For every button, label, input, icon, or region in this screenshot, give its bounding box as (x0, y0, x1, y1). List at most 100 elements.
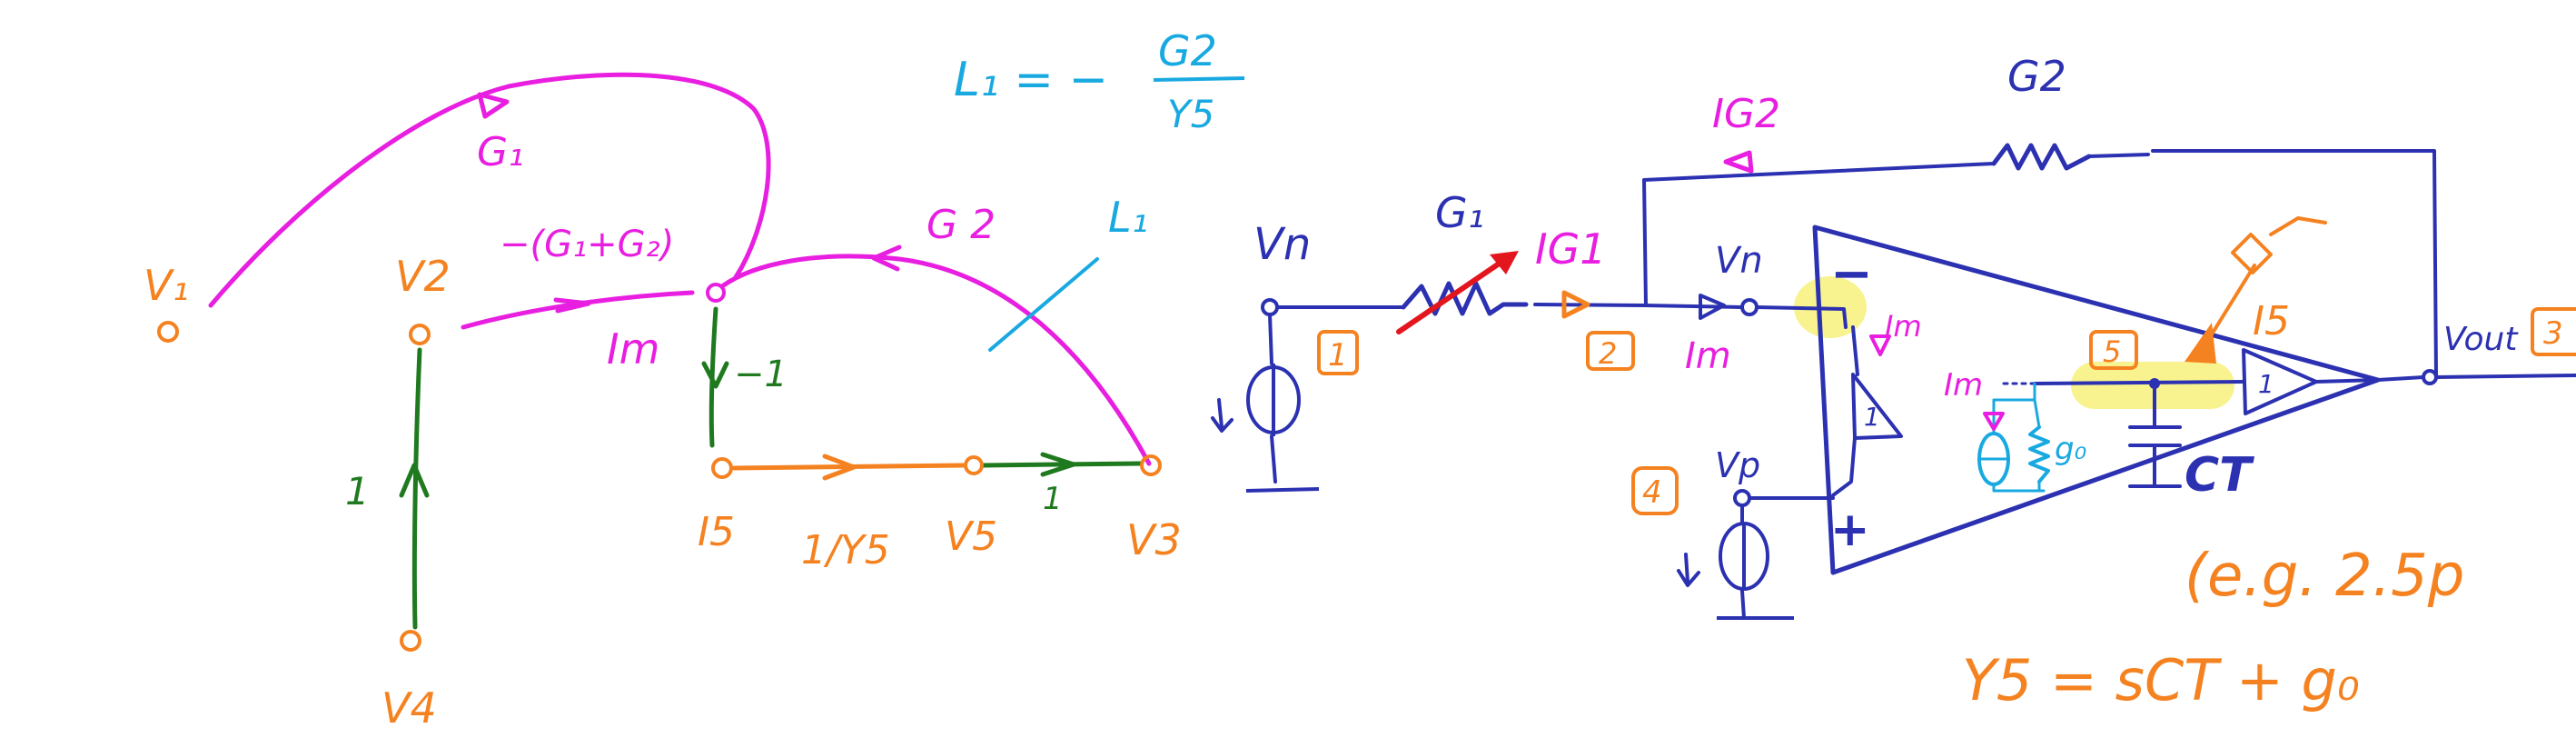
i5-source-diamond (2231, 233, 2273, 274)
wire-vout (2376, 374, 2576, 382)
label-v3: V3 (1126, 515, 1182, 564)
resistor-g1 (1401, 281, 1529, 316)
g1-variable-arrowhead (1490, 251, 1519, 274)
label-gain-inner: 1 (1864, 402, 1880, 432)
vn-input-arrow (1699, 294, 1726, 320)
label-plus-sign: + (1830, 503, 1870, 557)
label-vn-input: Vn (1715, 240, 1763, 282)
vn-source-wire (1268, 313, 1277, 484)
label-v4: V4 (381, 683, 437, 733)
label-v2: V2 (395, 252, 451, 301)
branch-v2-im-arrow (553, 297, 591, 314)
output-buffer-triangle (2242, 348, 2318, 415)
label-node-5: 5 (2103, 334, 2121, 369)
loop-l1-line (988, 257, 1099, 352)
node-im (706, 283, 726, 303)
label-l1: L₁ (1108, 193, 1148, 242)
label-i-g1: IG1 (1535, 224, 1606, 274)
note-y5-equation: Y5 = sCT + g₀ (1962, 647, 2360, 713)
equation-l1-numerator: G2 (1158, 26, 1217, 75)
branch-g2-arc (719, 254, 1152, 466)
label-gain-output: 1 (2258, 369, 2274, 399)
label-one-over-y5: 1/Y5 (801, 527, 890, 573)
label-vn-source: Vn (1253, 219, 1311, 270)
label-i5: I5 (698, 509, 735, 555)
wire-im-source (1992, 382, 2046, 493)
label-i-g2: IG2 (1712, 91, 1780, 137)
resistor-g2 (1991, 143, 2092, 171)
label-go: g₀ (2055, 431, 2087, 467)
label-ct: CT (2185, 448, 2254, 503)
branch-g1-arc (208, 72, 771, 308)
label-g1-resistor: G₁ (1435, 188, 1484, 237)
branch-v2-im (461, 290, 695, 330)
opamp-circuit: Vn 1 G₁ IG1 2 Im G2 IG2 − + Vn (1211, 52, 2576, 620)
label-node-2: 2 (1599, 336, 1617, 371)
im-source-arrow (1983, 412, 2005, 431)
wire-feedback (1642, 149, 2438, 379)
branch-i5-v5-arrow (822, 454, 857, 481)
node-5-box (2089, 330, 2138, 370)
node-vp-input (1733, 489, 1751, 507)
label-node-1: 1 (1328, 337, 1348, 374)
wire-output-buffer (2314, 378, 2380, 384)
i-g2-arrow (1723, 150, 1754, 174)
wire-node-5 (2033, 380, 2245, 385)
node-v2 (409, 324, 431, 345)
branch-v5-v3 (980, 461, 1143, 468)
label-i5-circuit: I5 (2253, 298, 2290, 344)
label-g1: G₁ (477, 129, 524, 175)
i5-source-tail (2269, 216, 2327, 236)
notes: (e.g. 2.5p Y5 = sCT + g₀ (1962, 543, 2464, 713)
note-example: (e.g. 2.5p (2185, 543, 2464, 610)
opamp-triangle (1812, 224, 2381, 575)
label-node-3: 3 (2543, 315, 2563, 352)
node-v3 (1140, 454, 1162, 476)
branch-v4-v2-arrow (399, 463, 430, 498)
vn-source-arrow (1211, 398, 1234, 433)
node-vn-source (1261, 298, 1279, 316)
equation-l1-denominator: Y5 (1167, 92, 1214, 136)
equation-l1: L₁ = − G2 Y5 (954, 26, 1245, 136)
wire-inner-buffer (1831, 325, 1859, 497)
node-v1 (157, 321, 179, 343)
branch-v4-v2 (411, 347, 422, 630)
node-vout (2422, 369, 2438, 385)
node-4-box (1631, 466, 1679, 515)
label-minus-one: −1 (734, 354, 788, 395)
vn-source-ground (1245, 487, 1320, 493)
label-vp-input: Vp (1715, 445, 1760, 485)
i5-source-arrowhead (2185, 323, 2216, 364)
label-v5: V5 (945, 514, 997, 560)
label-im-node: Im (607, 324, 659, 374)
label-g2-resistor: G2 (2007, 52, 2066, 101)
node-v4 (400, 630, 421, 652)
vp-source-arrow (1677, 553, 1700, 587)
node-i5 (711, 457, 733, 479)
label-v1: V₁ (144, 261, 189, 310)
equation-l1-fraction-bar (1153, 76, 1245, 82)
label-one-right: 1 (1043, 481, 1063, 517)
vp-source-wire (1740, 504, 1746, 620)
label-im-source: Im (1944, 367, 1983, 404)
branch-im-i5-arrow (701, 361, 729, 389)
branch-im-i5 (708, 306, 718, 448)
label-vout: Vout (2443, 321, 2519, 358)
branch-g2-arrow (871, 244, 902, 272)
wire-vn-input (1755, 305, 1848, 329)
label-im-inner: Im (1885, 309, 1922, 344)
i-g1-arrow (1561, 290, 1590, 319)
label-g1-plus-g2: −(G₁+G₂) (500, 224, 674, 265)
label-g2: G 2 (926, 202, 996, 248)
label-minus-sign: − (1830, 244, 1873, 304)
label-node-4: 4 (1642, 474, 1662, 511)
im-source-symbol (1977, 432, 2010, 486)
node-v5 (964, 455, 984, 475)
label-one-left: 1 (345, 469, 370, 514)
resistor-go (2028, 425, 2050, 484)
node-vn-input (1740, 298, 1759, 316)
branch-v5-v3-arrow (1040, 452, 1076, 477)
node-3-box (2531, 307, 2576, 356)
equation-l1-lhs: L₁ = − (954, 53, 1108, 107)
